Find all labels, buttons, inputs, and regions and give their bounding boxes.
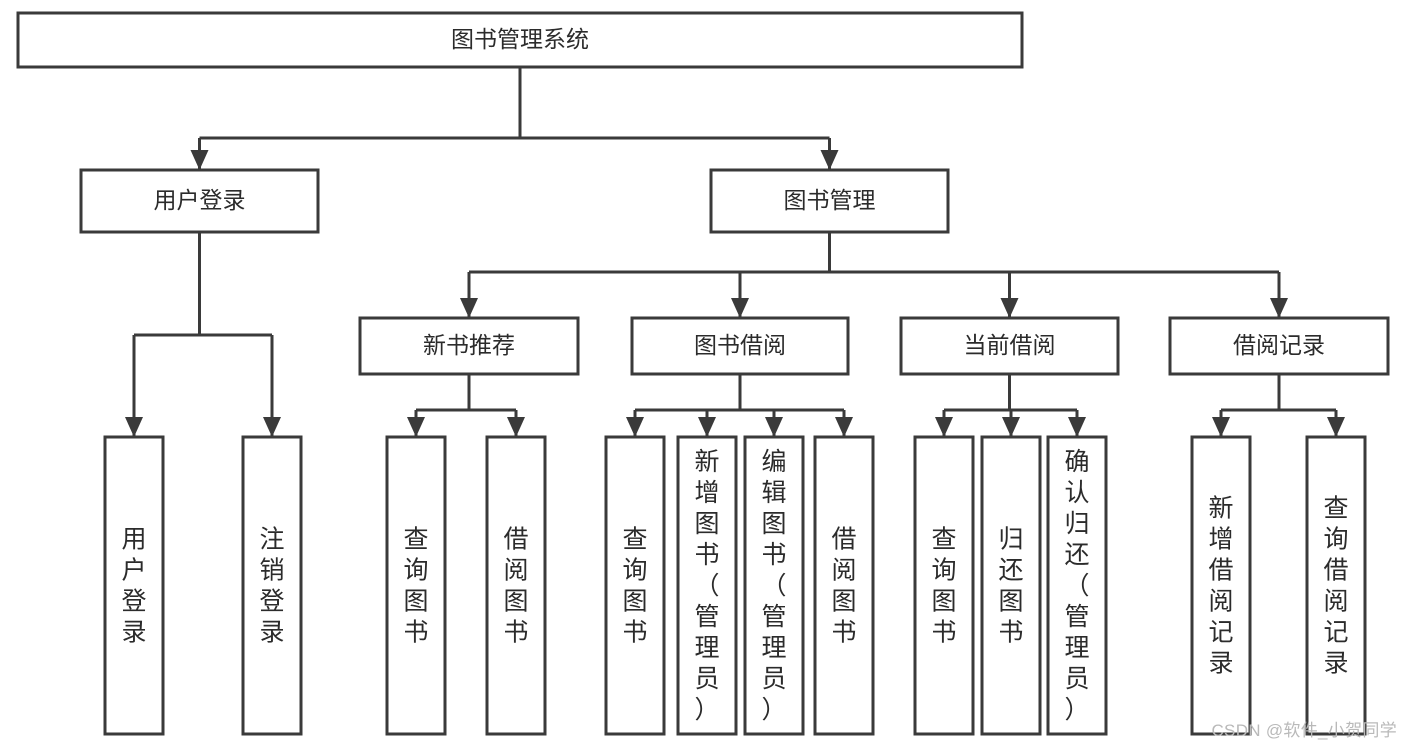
arrow-head-icon xyxy=(626,417,644,437)
leaf-label: 确认归还（管理员） xyxy=(1064,448,1089,724)
leaf-box xyxy=(604,435,666,736)
watermark-label: CSDN @软件_小贺同学 xyxy=(1211,721,1397,740)
leaf-label: 新增借阅记录 xyxy=(1208,495,1233,678)
leaf-label: 注销登录 xyxy=(259,526,284,647)
leaf-box xyxy=(1305,435,1367,736)
leaf-node[interactable]: 查询借阅记录 xyxy=(1305,435,1367,736)
level3-box xyxy=(899,316,1120,376)
level3-box xyxy=(1168,316,1390,376)
leaf-label: 借阅图书 xyxy=(831,526,856,647)
leaf-label: 查询图书 xyxy=(931,526,956,647)
arrow-head-icon xyxy=(507,417,525,437)
arrow-head-icon xyxy=(190,150,209,170)
level2-box xyxy=(709,168,950,234)
level3-box xyxy=(630,316,850,376)
leaf-node[interactable]: 编辑图书（管理员） xyxy=(743,435,805,736)
leaf-node[interactable]: 用户登录 xyxy=(103,435,165,736)
level2-node[interactable]: 用户登录 xyxy=(79,168,320,234)
level2-node[interactable]: 图书管理 xyxy=(709,168,950,234)
connector-layer xyxy=(125,67,1345,437)
level3-box xyxy=(358,316,580,376)
leaf-node[interactable]: 借阅图书 xyxy=(813,435,875,736)
level3-label: 借阅记录 xyxy=(1233,332,1325,358)
leaf-node[interactable]: 注销登录 xyxy=(241,435,303,736)
arrow-head-icon xyxy=(1002,417,1020,437)
leaf-box xyxy=(913,435,975,736)
arrow-head-icon xyxy=(935,417,953,437)
level3-node[interactable]: 当前借阅 xyxy=(899,316,1120,376)
leaf-label: 借阅图书 xyxy=(503,526,528,647)
leaf-label: 查询借阅记录 xyxy=(1323,495,1348,678)
level3-label: 图书借阅 xyxy=(694,332,786,358)
leaf-label: 查询图书 xyxy=(403,526,428,647)
level2-label: 图书管理 xyxy=(784,187,876,213)
arrow-head-icon xyxy=(1068,417,1086,437)
leaf-label: 新增图书（管理员） xyxy=(694,448,719,724)
leaf-node[interactable]: 确认归还（管理员） xyxy=(1046,435,1108,736)
leaf-label: 用户登录 xyxy=(121,526,146,647)
leaf-node[interactable]: 查询图书 xyxy=(604,435,666,736)
leaf-box xyxy=(241,435,303,736)
arrow-head-icon xyxy=(835,417,853,437)
arrow-head-icon xyxy=(263,417,281,437)
arrow-head-icon xyxy=(460,298,478,318)
arrow-head-icon xyxy=(765,417,783,437)
arrow-head-icon xyxy=(407,417,425,437)
leaf-label: 编辑图书（管理员） xyxy=(761,448,786,724)
arrow-head-icon xyxy=(698,417,716,437)
arrow-head-icon xyxy=(125,417,143,437)
arrow-head-icon xyxy=(1212,417,1230,437)
arrow-head-icon xyxy=(1327,417,1345,437)
leaf-label: 归还图书 xyxy=(998,526,1023,647)
leaf-node[interactable]: 查询图书 xyxy=(913,435,975,736)
leaf-box xyxy=(813,435,875,736)
leaf-box xyxy=(980,435,1042,736)
leaf-box xyxy=(1190,435,1252,736)
arrow-head-icon xyxy=(1270,298,1288,318)
leaf-node[interactable]: 新增图书（管理员） xyxy=(676,435,738,736)
leaf-label: 查询图书 xyxy=(622,526,647,647)
root-box xyxy=(16,11,1024,69)
leaf-box xyxy=(1046,435,1108,736)
leaf-node[interactable]: 借阅图书 xyxy=(485,435,547,736)
level3-label: 当前借阅 xyxy=(964,332,1056,358)
leaf-box xyxy=(485,435,547,736)
leaf-box xyxy=(103,435,165,736)
leaf-node[interactable]: 新增借阅记录 xyxy=(1190,435,1252,736)
level3-label: 新书推荐 xyxy=(423,332,515,358)
level3-node[interactable]: 借阅记录 xyxy=(1168,316,1390,376)
arrow-head-icon xyxy=(820,150,839,170)
level2-box xyxy=(79,168,320,234)
arrow-head-icon xyxy=(1000,298,1019,318)
leaf-node[interactable]: 归还图书 xyxy=(980,435,1042,736)
leaf-node[interactable]: 查询图书 xyxy=(385,435,447,736)
level3-node[interactable]: 新书推荐 xyxy=(358,316,580,376)
arrow-head-icon xyxy=(731,298,749,318)
root-node[interactable]: 图书管理系统 xyxy=(16,11,1024,69)
root-label: 图书管理系统 xyxy=(451,26,589,52)
leaf-box xyxy=(385,435,447,736)
level3-node[interactable]: 图书借阅 xyxy=(630,316,850,376)
node-layer: 图书管理系统用户登录图书管理新书推荐图书借阅当前借阅借阅记录用户登录注销登录查询… xyxy=(16,11,1390,736)
leaf-box xyxy=(676,435,738,736)
level2-label: 用户登录 xyxy=(154,187,246,213)
leaf-box xyxy=(743,435,805,736)
